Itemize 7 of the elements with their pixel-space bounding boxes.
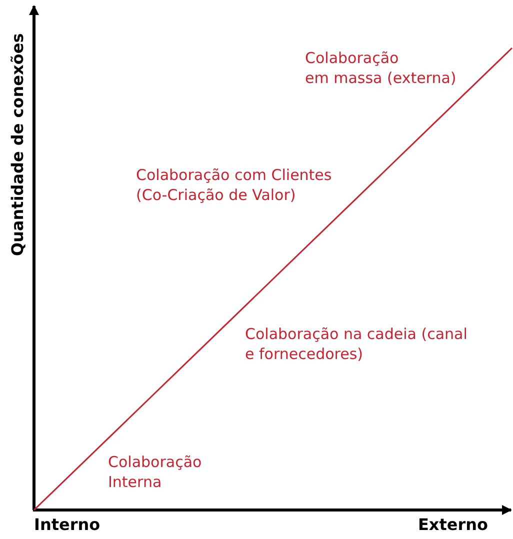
region-label: Colaboração na cadeia (canal e fornecedores) [245,324,468,364]
axis-end-label: Externo [418,515,488,535]
region-label: Colaboração Interna [108,452,202,492]
region-label: Colaboração em massa (externa) [305,48,456,88]
axis-end-label: Interno [34,515,100,535]
region-label: Colaboração com Clientes (Co-Criação de Valor) [136,165,332,205]
axis-title: Quantidade de conexões [7,32,28,258]
